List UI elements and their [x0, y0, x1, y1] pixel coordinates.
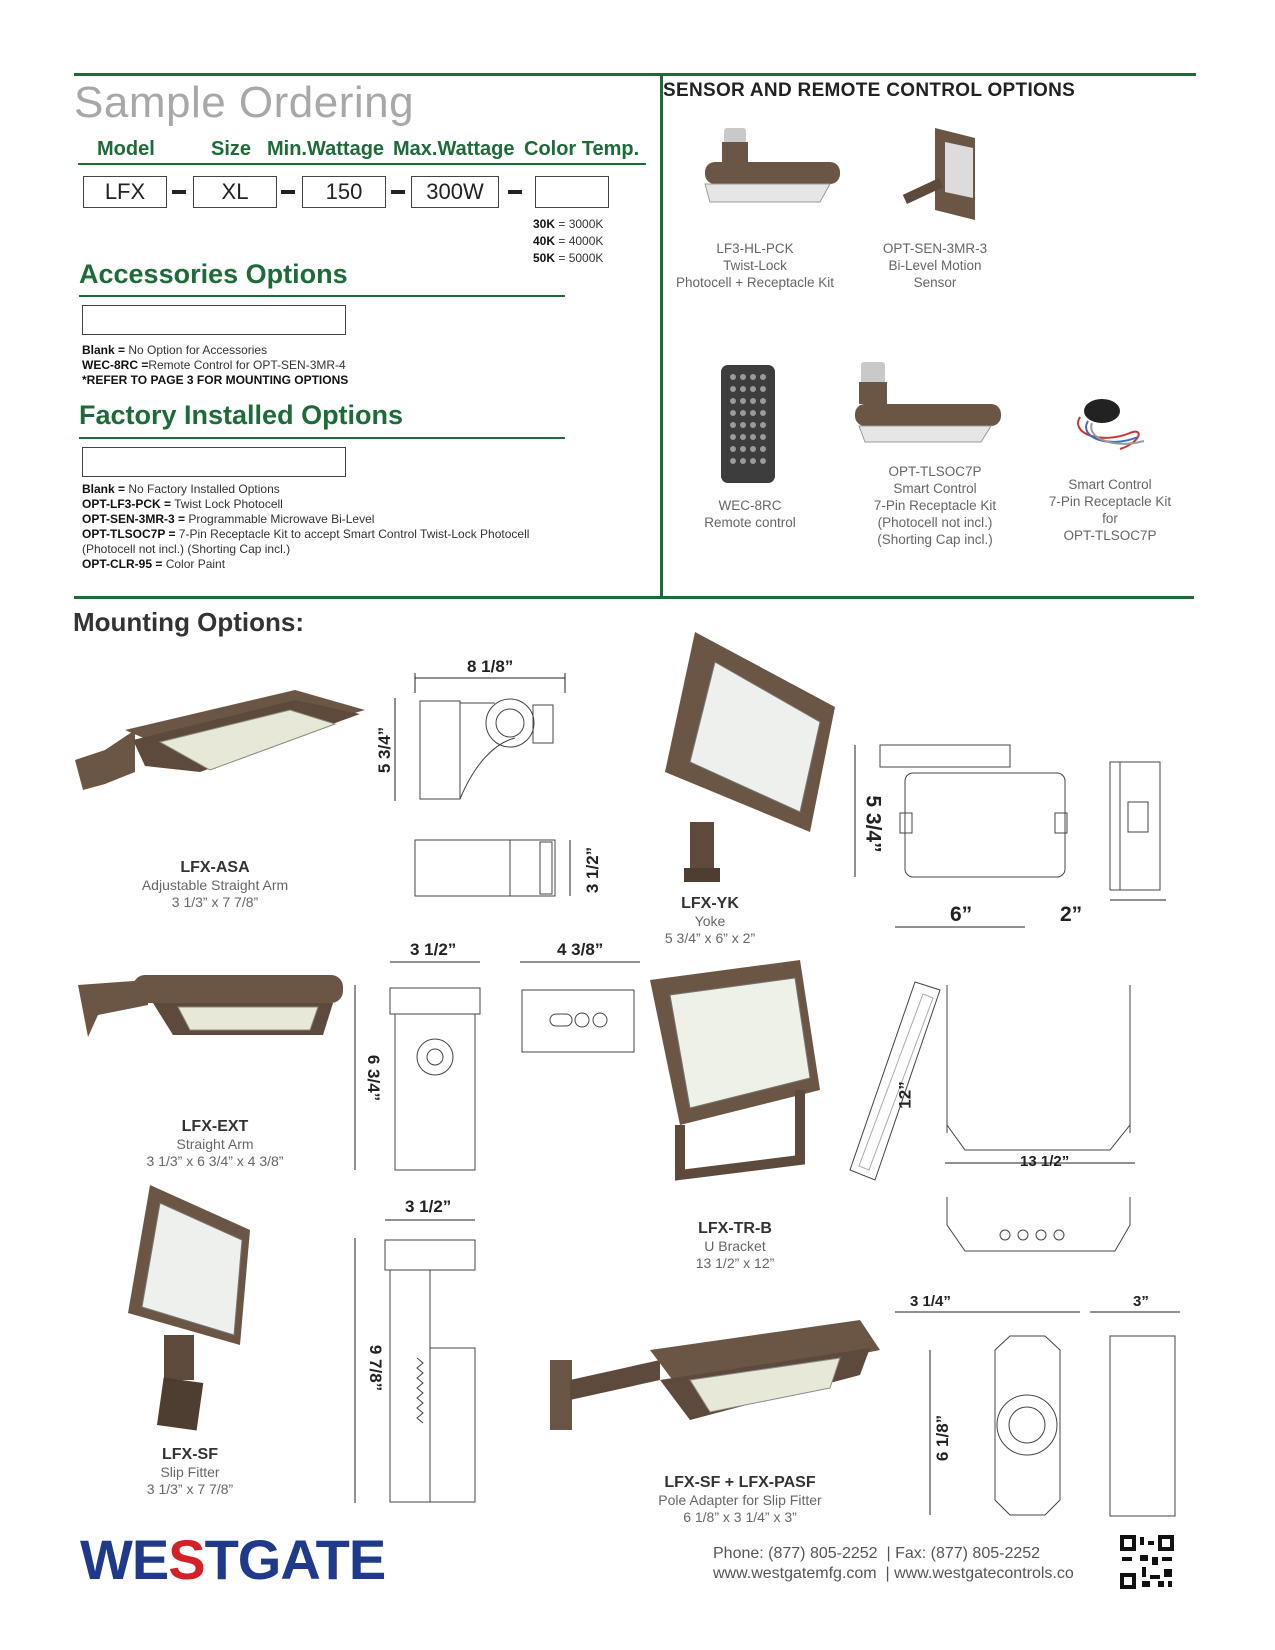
color-temp-legend: 30K = 3000K 40K = 4000K 50K = 5000K: [533, 217, 604, 265]
pasf-depth-dim: 3”: [1133, 1293, 1149, 1310]
mid-rule: [74, 596, 1194, 599]
footer-web-mfg[interactable]: www.westgatemfg.com: [713, 1565, 877, 1582]
footer-phone: Phone: (877) 805-2252: [713, 1545, 878, 1562]
asa-caption: LFX-ASA Adjustable Straight Arm 3 1/3” x…: [141, 859, 289, 910]
motion-sensor-fixture-image: [902, 128, 975, 220]
center-divider: [660, 73, 663, 598]
col-max-wattage: Max.Wattage: [393, 138, 515, 160]
mounting-title: Mounting Options:: [73, 607, 305, 637]
asa-fixture-image: [75, 690, 365, 790]
col-model: Model: [97, 138, 155, 160]
trb-height-dim: 12”: [895, 1081, 915, 1109]
asa-top-drawing: [414, 839, 571, 897]
factory-title: Factory Installed Options: [79, 400, 404, 430]
yk-caption: LFX-YK Yoke 5 3/4” x 6” x 2”: [664, 895, 756, 946]
col-size: Size: [211, 138, 252, 160]
accessories-underline: [79, 295, 565, 297]
trb-fixture-image: [650, 960, 820, 1181]
asa-side-drawing: [394, 673, 566, 801]
sf-fixture-image: [128, 1185, 250, 1431]
sensor-title: SENSOR AND REMOTE CONTROL OPTIONS: [663, 80, 1076, 101]
yk-height-dim: 5 3/4”: [861, 795, 885, 853]
accessories-title: Accessories Options: [79, 259, 348, 289]
pasf-fixture-image: [550, 1320, 880, 1430]
top-rule: [74, 73, 1196, 76]
smart-control-receptacle-image: [1077, 399, 1145, 450]
footer-web-controls[interactable]: | www.westgatecontrols.co: [885, 1565, 1074, 1582]
receptacle-fixture-image: [855, 362, 1001, 443]
accessories-input-box: [82, 305, 346, 335]
ordering-title: Sample Ordering: [74, 78, 415, 127]
min-wattage-box: 150: [302, 176, 386, 208]
trb-front-drawing: [945, 985, 1135, 1164]
trb-side-drawing: [849, 981, 941, 1181]
westgate-logo: WESTGATE: [80, 1528, 386, 1591]
sf-caption: LFX-SF Slip Fitter 3 1/3” x 7 7/8”: [146, 1446, 234, 1497]
qr-code-icon: [1120, 1535, 1174, 1589]
factory-notes: Blank = No Factory Installed Options OPT…: [82, 482, 530, 571]
separator-dash: [281, 190, 295, 194]
sf-width-dim: 3 1/2”: [405, 1197, 452, 1216]
asa-depth-dim: 3 1/2”: [583, 846, 603, 894]
pasf-height-dim: 6 1/8”: [933, 1414, 953, 1462]
separator-dash: [391, 190, 405, 194]
yk-fixture-image: [665, 632, 835, 882]
yk-width-dim: 6”: [950, 903, 973, 926]
pasf-front-drawing: [895, 1311, 1180, 1517]
color-temp-box: [535, 176, 609, 208]
header-underline: [78, 163, 646, 165]
photocell-fixture-image: [704, 128, 840, 203]
sf-front-drawing: [354, 1219, 476, 1503]
footer-contact: Phone: (877) 805-2252 | Fax: (877) 805-2…: [713, 1544, 1074, 1584]
ext-caption: LFX-EXT Straight Arm 3 1/3” x 6 3/4” x 4…: [146, 1118, 284, 1169]
size-box: XL: [193, 176, 277, 208]
pasf-width-dim: 3 1/4”: [910, 1293, 951, 1310]
sf-height-dim: 9 7/8”: [366, 1344, 386, 1392]
footer-fax: | Fax: (877) 805-2252: [886, 1545, 1041, 1562]
trb-width-dim: 13 1/2”: [1020, 1153, 1070, 1170]
separator-dash: [172, 190, 186, 194]
yk-depth-dim: 2”: [1060, 903, 1083, 926]
factory-underline: [79, 437, 565, 439]
factory-input-box: [82, 447, 346, 477]
pasf-caption: LFX-SF + LFX-PASF Pole Adapter for Slip …: [658, 1474, 822, 1525]
max-wattage-box: 300W: [411, 176, 499, 208]
separator-dash: [508, 190, 522, 194]
asa-width-dim: 8 1/8”: [467, 657, 514, 676]
ext-height-dim: 6 3/4”: [364, 1054, 384, 1102]
ext-fixture-image: [78, 975, 343, 1037]
yk-side-drawing: [1109, 761, 1166, 901]
trb-caption: LFX-TR-B U Bracket 13 1/2” x 12”: [695, 1220, 775, 1271]
accessories-notes: Blank = No Option for Accessories WEC-8R…: [82, 343, 349, 387]
trb-top-drawing: [946, 1197, 1131, 1252]
col-color-temp: Color Temp.: [524, 138, 640, 160]
ext-width-dim: 3 1/2”: [410, 940, 457, 959]
ext-front-drawing: [354, 961, 481, 1171]
ext-top-drawing: [520, 961, 640, 1053]
asa-height-dim: 5 3/4”: [375, 726, 395, 774]
remote-control-image: [721, 365, 775, 483]
ext-width2-dim: 4 3/8”: [557, 940, 604, 959]
col-min-wattage: Min.Wattage: [267, 138, 385, 160]
model-box: LFX: [83, 176, 167, 208]
yk-front-drawing: [854, 744, 1068, 928]
